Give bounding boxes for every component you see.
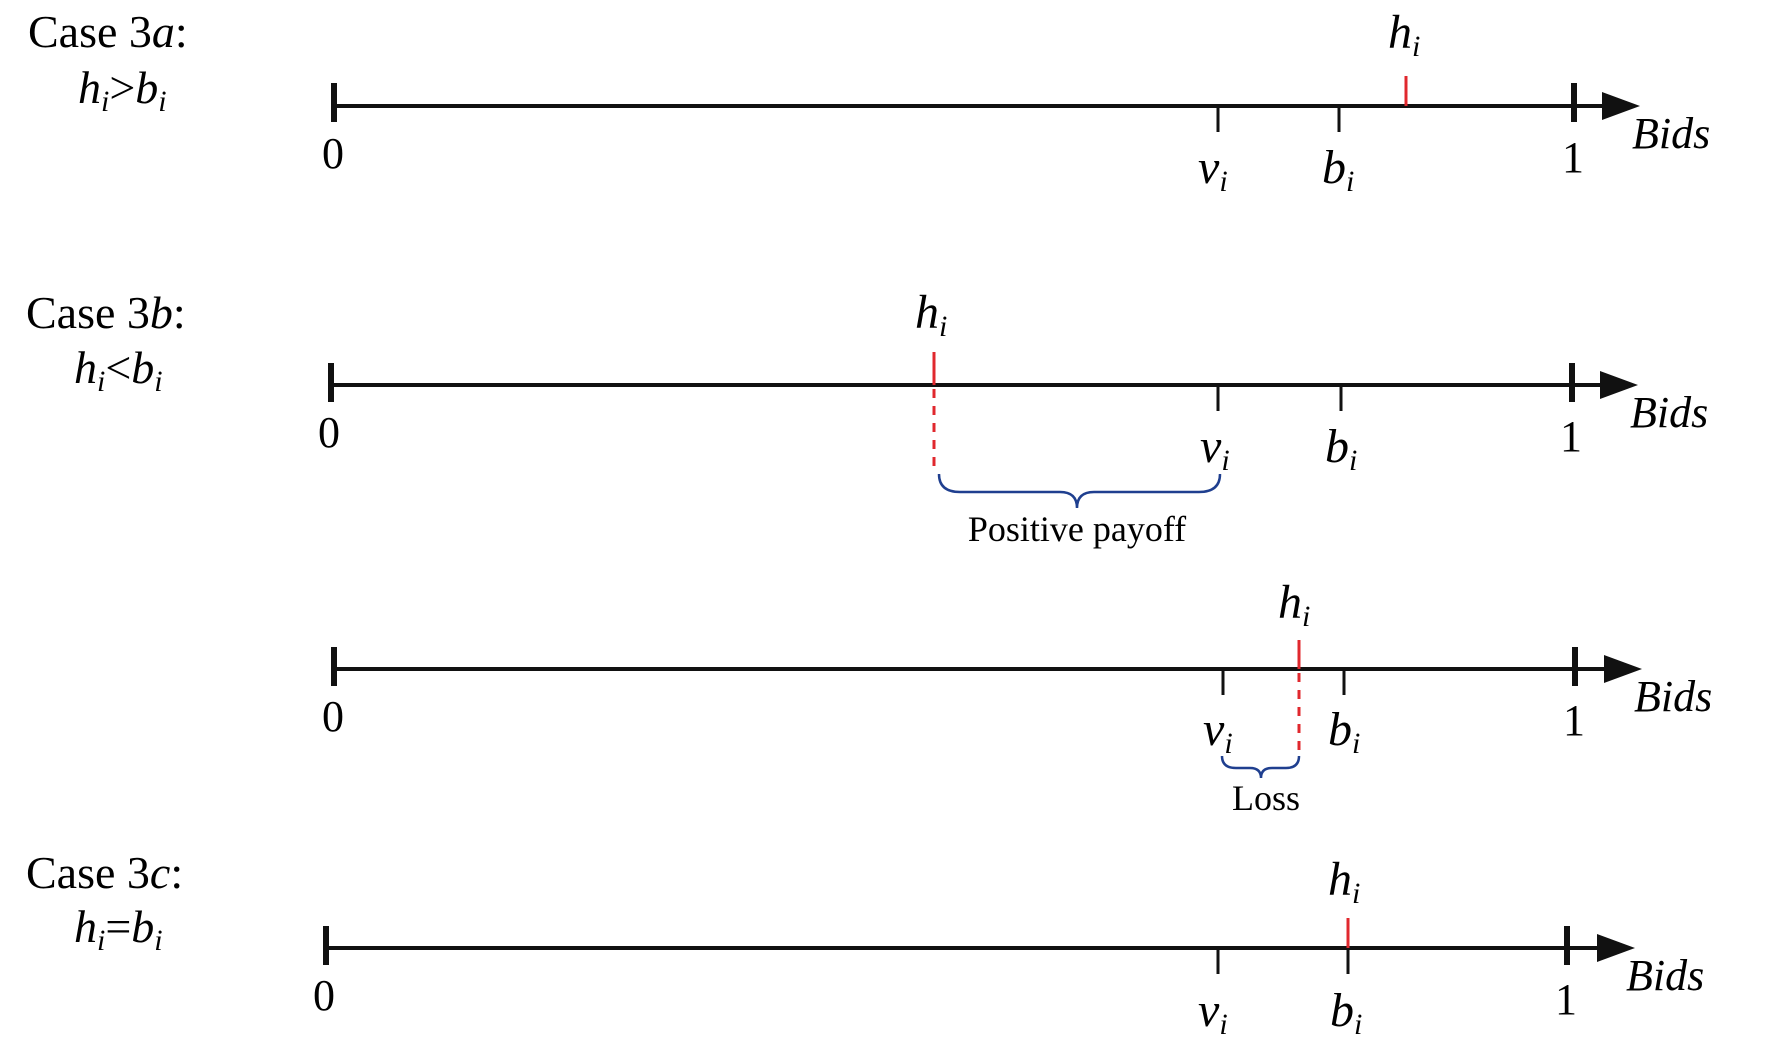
label-h-3c: hi: [1328, 853, 1360, 910]
axis-label-3b-upper: Bids: [1630, 388, 1708, 437]
case-3b-lower-group: 0 1 Bids vi bi hi Loss: [322, 576, 1712, 818]
case-3a-condition: hi>bi: [78, 62, 167, 118]
label-v-3a: vi: [1198, 141, 1228, 198]
case-3c-condition: hi=bi: [74, 901, 163, 957]
loss-label: Loss: [1232, 778, 1300, 818]
axis-arrowhead-3c: [1597, 934, 1635, 962]
label-b-3a: bi: [1322, 141, 1354, 198]
case-3a-title: Case 3a:: [28, 6, 188, 57]
label-b-3b-lower: bi: [1328, 703, 1360, 760]
label-one-3b-lower: 1: [1563, 696, 1585, 745]
axis-label-3b-lower: Bids: [1634, 672, 1712, 721]
label-b-3c: bi: [1330, 984, 1362, 1041]
label-v-3b-lower: vi: [1203, 703, 1233, 760]
axis-label-3c: Bids: [1626, 951, 1704, 1000]
label-zero-3a: 0: [322, 129, 344, 178]
label-zero-3c: 0: [313, 971, 335, 1020]
axis-label-3a: Bids: [1632, 109, 1710, 158]
positive-payoff-label: Positive payoff: [968, 509, 1186, 549]
label-h-3b-lower: hi: [1278, 576, 1310, 633]
case-3c-group: Case 3c: hi=bi 0 1 Bids vi bi hi: [26, 847, 1704, 1041]
label-v-3b-upper: vi: [1200, 420, 1230, 477]
axis-arrowhead-3a: [1602, 92, 1640, 120]
case-3c-title: Case 3c:: [26, 847, 183, 898]
label-h-3b-upper: hi: [915, 286, 947, 343]
case-3a-group: Case 3a: hi>bi 0 1 Bids vi bi hi: [28, 6, 1710, 198]
label-one-3b-upper: 1: [1560, 412, 1582, 461]
case-3b-title: Case 3b:: [26, 287, 186, 338]
label-v-3c: vi: [1198, 984, 1228, 1041]
case-3b-group: Case 3b: hi<bi 0 1 Bids vi bi hi Positiv…: [26, 286, 1708, 549]
label-b-3b-upper: bi: [1325, 420, 1357, 477]
loss-brace: [1220, 755, 1301, 779]
label-one-3a: 1: [1562, 133, 1584, 182]
label-zero-3b-upper: 0: [318, 408, 340, 457]
positive-payoff-brace: [937, 473, 1222, 509]
label-h-3a: hi: [1388, 6, 1420, 63]
label-zero-3b-lower: 0: [322, 692, 344, 741]
axis-arrowhead-3b-upper: [1600, 371, 1638, 399]
axis-arrowhead-3b-lower: [1604, 655, 1642, 683]
label-one-3c: 1: [1555, 975, 1577, 1024]
case-3b-condition: hi<bi: [74, 342, 163, 398]
